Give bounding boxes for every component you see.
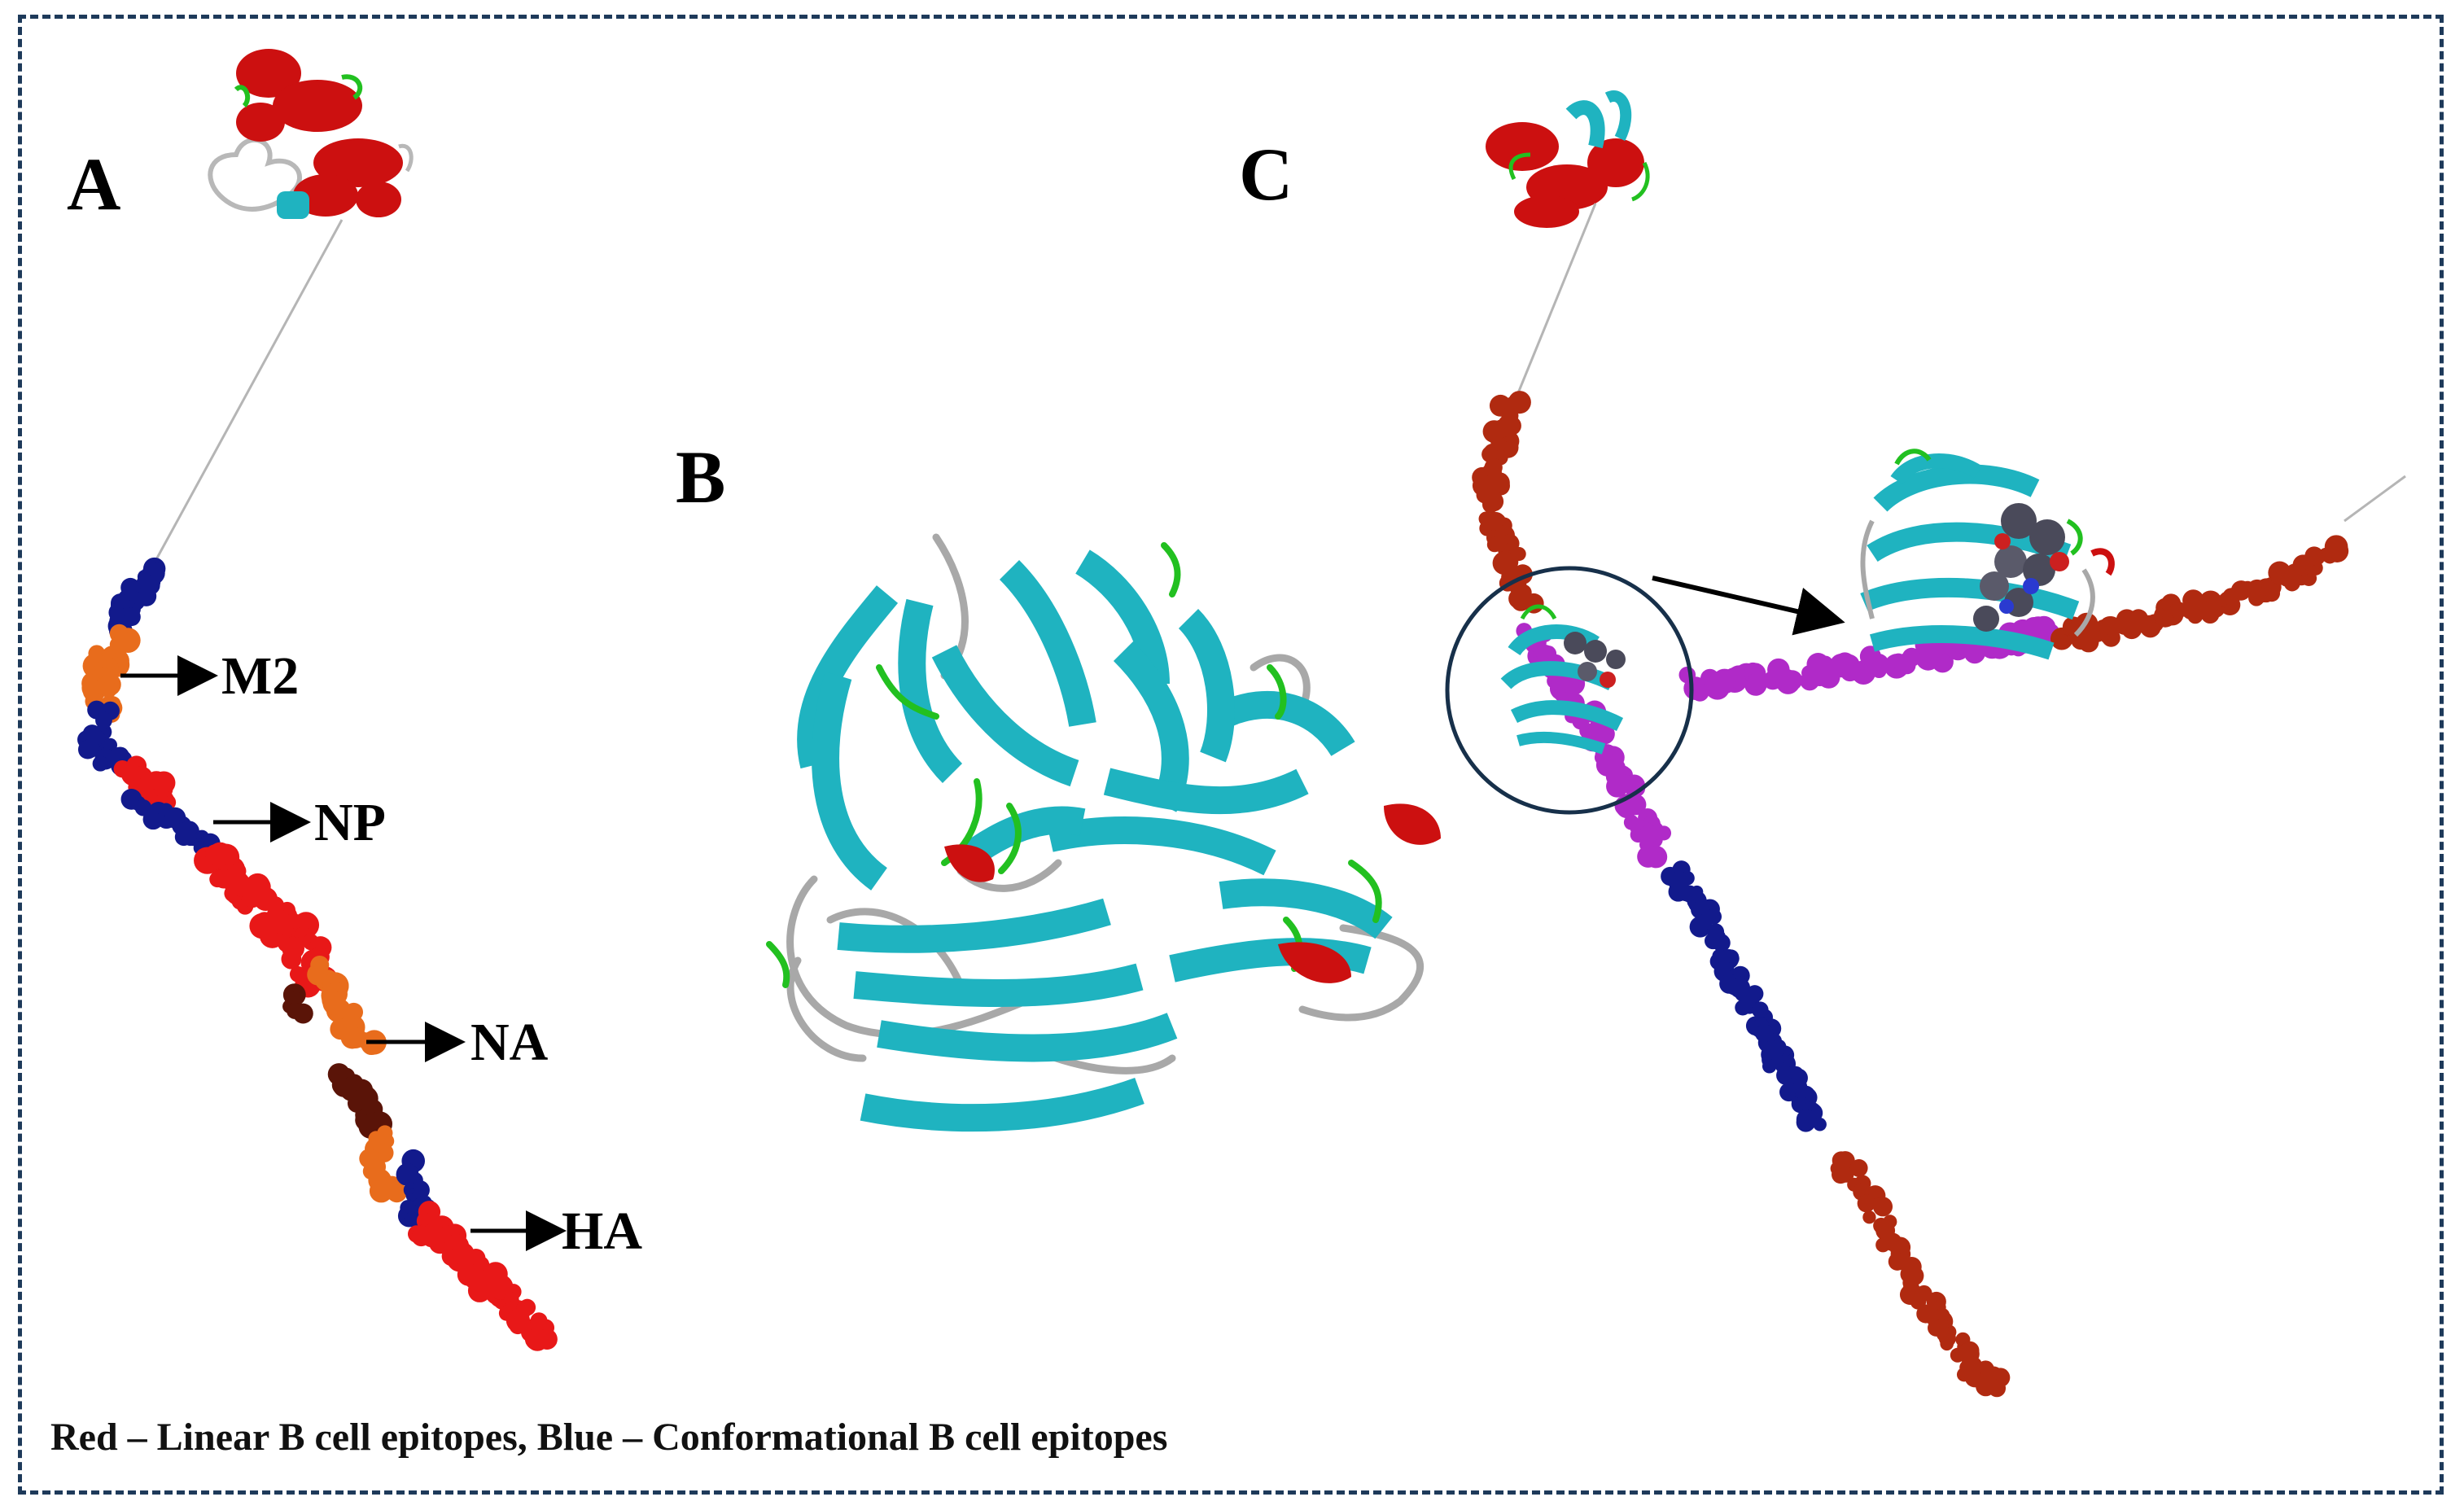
ligand-spheres [1973, 503, 2069, 632]
figure-caption: Red – Linear B cell epitopes, Blue – Con… [50, 1416, 1168, 1459]
panel-a-structure [77, 49, 558, 1351]
panel-a-label: A [67, 142, 121, 225]
np-label: NP [314, 793, 386, 852]
zoom-arrow [1652, 576, 1845, 636]
panel-a-epitope-chain [77, 557, 558, 1351]
panel-a-globular-domain [208, 49, 414, 219]
panel-b-ribbon-structure [766, 533, 1441, 1132]
panel-c-structure [1445, 90, 2406, 1398]
panel-c-chains [1472, 391, 2349, 1398]
figure-frame [18, 15, 2444, 1495]
zoom-circle [1445, 566, 1694, 815]
docking-site-enlarged [1860, 449, 2115, 660]
m2-label: M2 [221, 646, 300, 706]
ha-label: HA [562, 1201, 642, 1261]
panel-b-label: B [676, 435, 726, 519]
panel-c-label: C [1239, 133, 1293, 216]
panel-c-top-domain [1486, 90, 1650, 228]
docking-site-small [1500, 604, 1626, 755]
na-label: NA [470, 1013, 549, 1072]
